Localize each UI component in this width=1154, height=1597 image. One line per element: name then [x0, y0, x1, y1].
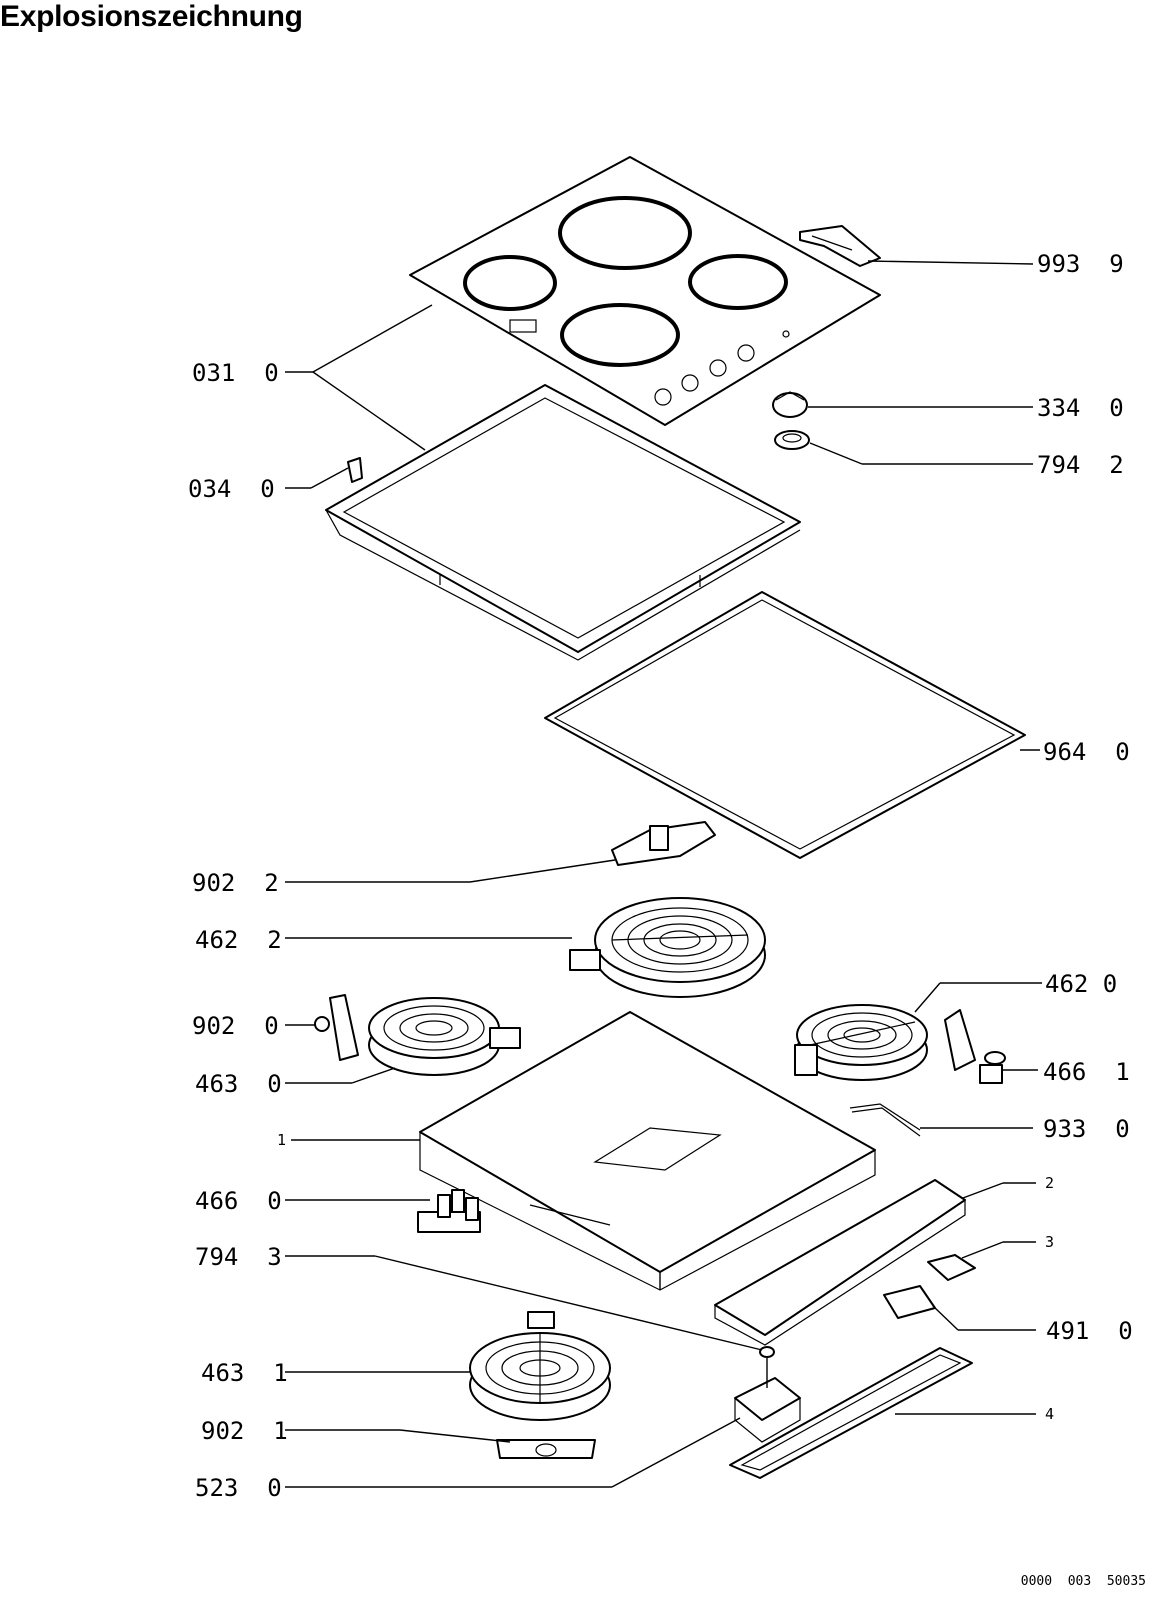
label-794-3: 794 3	[195, 1243, 282, 1271]
page-title: Explosionszeichnung	[0, 0, 303, 33]
radiant-heater-463-1	[469, 1311, 611, 1421]
label-902-2: 902 2	[192, 869, 279, 897]
part-labels: 993 9 031 0 334 0 794 2 034 0 964 0 902 …	[188, 250, 1133, 1502]
label-031-0: 031 0	[192, 359, 279, 387]
fixing-clip	[347, 457, 363, 483]
washer-794-3	[759, 1346, 775, 1358]
knob-ring	[774, 430, 810, 450]
bracket-right	[944, 1009, 976, 1071]
label-463-1: 463 1	[201, 1359, 288, 1387]
label-964-0: 964 0	[1043, 738, 1130, 766]
bracket-part	[799, 225, 881, 267]
radiant-heater-462-2	[569, 897, 766, 998]
radiant-heater-462-0	[794, 1004, 928, 1081]
control-board	[714, 1179, 966, 1346]
switch-491-0	[883, 1285, 936, 1319]
label-902-1: 902 1	[201, 1417, 288, 1445]
label-034-0: 034 0	[188, 475, 275, 503]
label-2: 2	[1045, 1174, 1054, 1192]
bracket-902-2	[611, 821, 716, 866]
leader-lines	[285, 260, 1042, 1488]
glass-ceramic-top	[409, 156, 881, 426]
document-number: 0000 003 50035	[1020, 1574, 1146, 1589]
label-1: 1	[277, 1131, 286, 1149]
sealing-gasket	[544, 591, 1026, 859]
bottom-tray	[419, 1011, 876, 1291]
radiant-heater-463-0	[368, 997, 521, 1076]
label-491-0: 491 0	[1046, 1317, 1133, 1345]
label-993-9: 993 9	[1037, 250, 1124, 278]
label-933-0: 933 0	[1043, 1115, 1130, 1143]
energy-regulator	[734, 1358, 801, 1443]
label-466-0: 466 0	[195, 1187, 282, 1215]
label-3: 3	[1045, 1233, 1054, 1251]
label-466-1: 466 1	[1043, 1058, 1130, 1086]
small-part-3	[927, 1254, 976, 1281]
label-523-0: 523 0	[195, 1474, 282, 1502]
bracket-902-1	[496, 1439, 596, 1459]
label-4: 4	[1045, 1405, 1054, 1423]
bracket-902-0	[314, 994, 359, 1061]
label-334-0: 334 0	[1037, 394, 1124, 422]
label-463-0: 463 0	[195, 1070, 282, 1098]
label-902-0: 902 0	[192, 1012, 279, 1040]
small-bracket-933-0	[849, 1103, 921, 1137]
hob-frame	[325, 384, 801, 661]
label-462-2: 462 2	[195, 926, 282, 954]
label-794-2: 794 2	[1037, 451, 1124, 479]
terminal-block-466-1	[979, 1051, 1006, 1084]
label-462-0: 462 0	[1045, 970, 1117, 998]
control-knob	[772, 391, 808, 418]
terminal-block-466-0	[417, 1189, 481, 1233]
cover-strip	[729, 1347, 973, 1479]
